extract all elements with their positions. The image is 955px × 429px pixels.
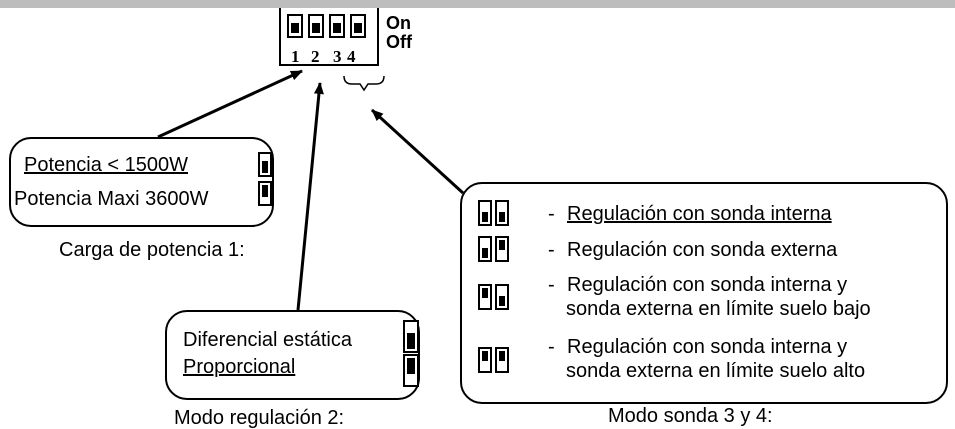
off-label: Off [386, 32, 412, 52]
dip-switch-1 [287, 14, 303, 38]
probe-option-3-line-1: Regulación con sonda interna y [567, 274, 848, 296]
on-label: On [386, 13, 411, 33]
switch-3-off-icon [478, 236, 492, 262]
dip-number-4: 4 [347, 47, 356, 66]
probe-option-4-line-2: sonda externa en límite suelo alto [566, 360, 866, 382]
dip-number-1: 1 [291, 47, 300, 66]
power-low-label: Potencia < 1500W [24, 154, 188, 176]
regulation-mode-caption: Modo regulación 2: [174, 407, 345, 429]
probe-dash: - [548, 203, 555, 225]
switch-off-icon [403, 320, 419, 353]
dip-switch-3 [329, 14, 345, 38]
probe-mode-box: - Regulación con sonda interna - Regulac… [460, 182, 948, 404]
dip-switch-2 [308, 14, 324, 38]
dip-number-2: 2 [311, 47, 320, 66]
dip-switch-block: 1 2 3 4 [279, 8, 379, 66]
arrow-probe-to-switch-3-4 [370, 108, 465, 195]
switch-3-off-icon [478, 200, 492, 226]
switch-off-icon [258, 152, 272, 177]
brace-switch-3-4 [343, 75, 385, 92]
regulation-mode-box: Diferencial estática Proporcional [165, 310, 420, 400]
switch-4-on-icon [495, 236, 509, 262]
probe-option-1: Regulación con sonda interna [567, 203, 832, 225]
probe-option-4-line-1: Regulación con sonda interna y [567, 336, 848, 358]
regulation-proportional-label: Proporcional [183, 356, 296, 378]
switch-4-off-icon [495, 200, 509, 226]
power-load-caption: Carga de potencia 1: [59, 239, 245, 261]
dip-switch-4 [350, 14, 366, 38]
switch-3-on-icon [478, 284, 492, 310]
probe-dash: - [548, 239, 555, 261]
probe-mode-caption: Modo sonda 3 y 4: [608, 405, 773, 427]
switch-3-on-icon [478, 347, 492, 373]
top-bar [0, 0, 955, 8]
probe-dash: - [548, 274, 555, 296]
switch-on-icon [403, 354, 419, 387]
arrow-regulation-to-switch-2 [296, 82, 324, 311]
probe-option-2: Regulación con sonda externa [567, 239, 838, 261]
switch-4-off-icon [495, 284, 509, 310]
switch-on-icon [258, 181, 272, 206]
probe-dash: - [548, 336, 555, 358]
probe-option-3-line-2: sonda externa en límite suelo bajo [566, 298, 871, 320]
regulation-static-label: Diferencial estática [183, 329, 352, 351]
arrow-power-to-switch-1 [157, 69, 303, 139]
switch-4-on-icon [495, 347, 509, 373]
dip-number-3: 3 [333, 47, 342, 66]
power-max-label: Potencia Maxi 3600W [14, 188, 209, 210]
power-load-box: Potencia < 1500W Potencia Maxi 3600W [9, 137, 274, 227]
